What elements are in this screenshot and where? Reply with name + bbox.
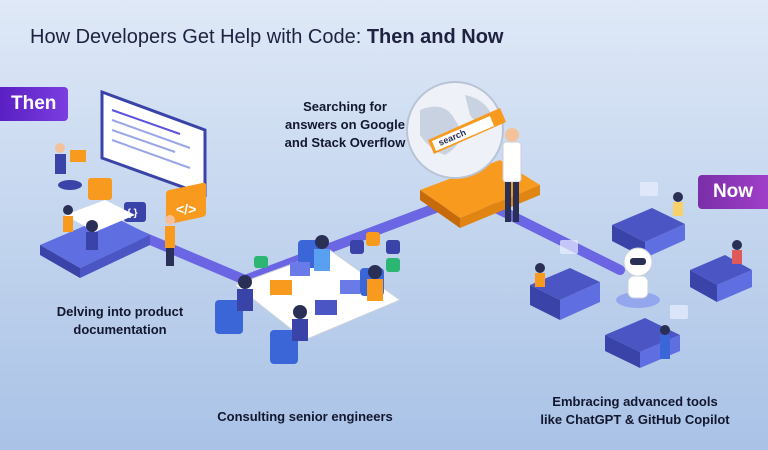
caption-ai-tools: Embracing advanced tools like ChatGPT & … xyxy=(530,393,740,429)
developer-figure xyxy=(86,220,98,232)
caption-ai-tools-line-2: like ChatGPT & GitHub Copilot xyxy=(540,412,730,427)
caption-ai-tools-line-1: Embracing advanced tools xyxy=(552,394,718,409)
braces-glyph: { } xyxy=(127,208,138,219)
caption-documentation-line-1: Delving into product xyxy=(56,304,184,319)
engineers-scene xyxy=(215,232,402,364)
caption-search-line-1: Searching for xyxy=(303,99,387,114)
caption-search-line-3: and Stack Overflow xyxy=(284,135,406,150)
caption-documentation: Delving into product documentation xyxy=(40,303,200,339)
then-tag: Then xyxy=(0,87,68,121)
engineer-figure xyxy=(238,275,252,289)
timeline-connector xyxy=(110,190,625,285)
caption-search-line-2: answers on Google xyxy=(285,117,405,132)
search-scene: search xyxy=(406,81,540,228)
title-prefix: How Developers Get Help with Code: xyxy=(30,26,367,48)
page-title: How Developers Get Help with Code: Then … xyxy=(30,26,504,49)
searcher-figure xyxy=(505,128,519,142)
now-tag: Now xyxy=(698,175,768,209)
title-emphasis: Then and Now xyxy=(366,26,504,48)
ai-tools-scene xyxy=(530,182,752,368)
caption-search: Searching for answers on Google and Stac… xyxy=(280,98,410,152)
code-glyph: </> xyxy=(176,201,196,217)
caption-documentation-line-2: documentation xyxy=(73,322,167,337)
caption-engineers: Consulting senior engineers xyxy=(217,409,393,424)
documentation-scene: </> { } xyxy=(40,89,207,278)
